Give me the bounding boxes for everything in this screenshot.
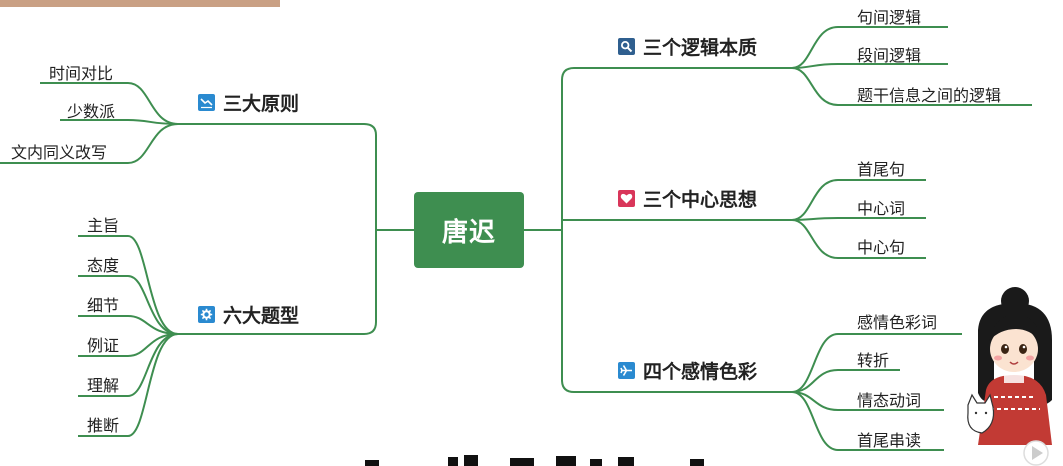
gear-icon (198, 306, 215, 323)
leaf-inference[interactable]: 推断 (87, 412, 119, 436)
leaf-question-info-logic[interactable]: 题干信息之间的逻辑 (857, 82, 1001, 106)
leaf-emotional-words[interactable]: 感情色彩词 (857, 309, 937, 333)
leaf-paragraph-logic[interactable]: 段间逻辑 (857, 42, 921, 66)
leaf-first-last-reading[interactable]: 首尾串读 (857, 427, 921, 451)
leaf-understanding[interactable]: 理解 (87, 372, 119, 396)
branch-central-idea[interactable]: 三个中心思想 (618, 185, 757, 212)
leaf-minority[interactable]: 少数派 (67, 98, 115, 122)
branch-six-question-types[interactable]: 六大题型 (198, 301, 299, 328)
branch-label: 四个感情色彩 (643, 357, 757, 384)
branch-label: 三个逻辑本质 (643, 33, 757, 60)
leaf-detail[interactable]: 细节 (87, 292, 119, 316)
chart-icon (198, 94, 215, 111)
leaf-example[interactable]: 例证 (87, 332, 119, 356)
branch-logic-essence[interactable]: 三个逻辑本质 (618, 33, 757, 60)
leaf-synonym-rewrite[interactable]: 文内同义改写 (11, 139, 107, 163)
leaf-central-sentence[interactable]: 中心句 (857, 234, 905, 258)
branch-three-principles[interactable]: 三大原则 (198, 89, 299, 116)
leaf-main-idea[interactable]: 主旨 (87, 212, 119, 236)
leaf-first-last-sentence[interactable]: 首尾句 (857, 156, 905, 180)
leaf-time-contrast[interactable]: 时间对比 (49, 60, 113, 84)
leaf-transition[interactable]: 转折 (857, 347, 889, 371)
leaf-sentence-logic[interactable]: 句间逻辑 (857, 4, 921, 28)
branch-label: 三个中心思想 (643, 185, 757, 212)
branch-label: 三大原则 (223, 89, 299, 116)
heart-icon (618, 190, 635, 207)
root-node[interactable]: 唐迟 (414, 192, 524, 268)
cropped-caption-strokes (360, 452, 720, 466)
branch-emotional-color[interactable]: 四个感情色彩 (618, 357, 757, 384)
cartoon-girl-illustration (960, 285, 1060, 466)
airplane-icon (618, 362, 635, 379)
magnifier-icon (618, 38, 635, 55)
leaf-modal-verbs[interactable]: 情态动词 (857, 387, 921, 411)
branch-label: 六大题型 (223, 301, 299, 328)
leaf-attitude[interactable]: 态度 (87, 252, 119, 276)
leaf-central-word[interactable]: 中心词 (857, 195, 905, 219)
